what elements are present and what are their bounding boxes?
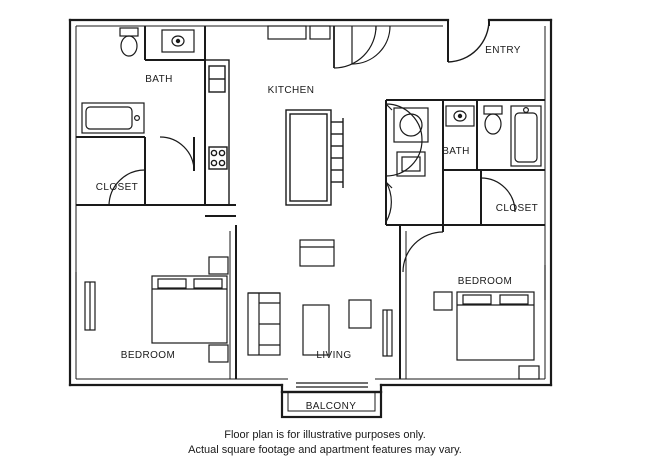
label-closet-right: CLOSET bbox=[496, 203, 538, 214]
label-closet-left: CLOSET bbox=[96, 182, 138, 193]
nightstand-left-bedroom bbox=[208, 256, 229, 363]
kitchen-counter bbox=[204, 59, 230, 206]
label-balcony: BALCONY bbox=[306, 401, 357, 412]
door-closet-right bbox=[480, 172, 516, 213]
window-bedroom-left bbox=[75, 272, 96, 340]
sofa-living bbox=[247, 292, 281, 356]
balcony-outline bbox=[280, 390, 383, 419]
label-bath-right: BATH bbox=[442, 146, 470, 157]
bed-right-bedroom bbox=[456, 291, 535, 361]
sink-right-bath bbox=[445, 105, 475, 127]
wall-bedroom-left bbox=[205, 204, 237, 379]
wall-bedroom-right bbox=[399, 224, 443, 379]
disclaimer-text: Floor plan is for illustrative purposes … bbox=[0, 428, 650, 458]
armchair-living bbox=[348, 299, 372, 329]
coffee-table-living bbox=[302, 304, 330, 356]
bathtub-left bbox=[81, 102, 145, 134]
bed-left-bedroom bbox=[151, 275, 228, 344]
toilet-left-bath bbox=[119, 27, 139, 57]
media-console-living bbox=[299, 239, 335, 267]
toilet-right-bath bbox=[483, 105, 503, 135]
label-bedroom-left: BEDROOM bbox=[121, 350, 175, 361]
bathtub-right bbox=[510, 105, 542, 167]
kitchen-upper-cabinets bbox=[267, 25, 331, 40]
label-living: LIVING bbox=[316, 350, 351, 361]
entry-door bbox=[447, 19, 490, 63]
door-bedroom-right bbox=[402, 226, 444, 273]
window-bedroom-right bbox=[382, 309, 393, 357]
wall-bath-left bbox=[76, 26, 206, 206]
label-bedroom-right: BEDROOM bbox=[458, 276, 512, 287]
kitchen-island bbox=[285, 109, 344, 206]
kitchen-pantry-doors bbox=[333, 25, 391, 69]
label-kitchen: KITCHEN bbox=[268, 85, 315, 96]
door-closet-left bbox=[108, 168, 146, 207]
disclaimer-line-2: Actual square footage and apartment feat… bbox=[188, 444, 462, 456]
nightstand-right-bedroom bbox=[433, 291, 540, 380]
disclaimer-line-1: Floor plan is for illustrative purposes … bbox=[224, 429, 426, 441]
door-bath-left bbox=[159, 136, 195, 172]
sink-left-bath bbox=[161, 29, 195, 53]
label-entry: ENTRY bbox=[485, 45, 521, 56]
laundry-doors bbox=[385, 103, 423, 223]
washer-dryer bbox=[393, 107, 429, 177]
label-bath-left: BATH bbox=[145, 74, 173, 85]
wall-bath-right bbox=[443, 99, 545, 226]
